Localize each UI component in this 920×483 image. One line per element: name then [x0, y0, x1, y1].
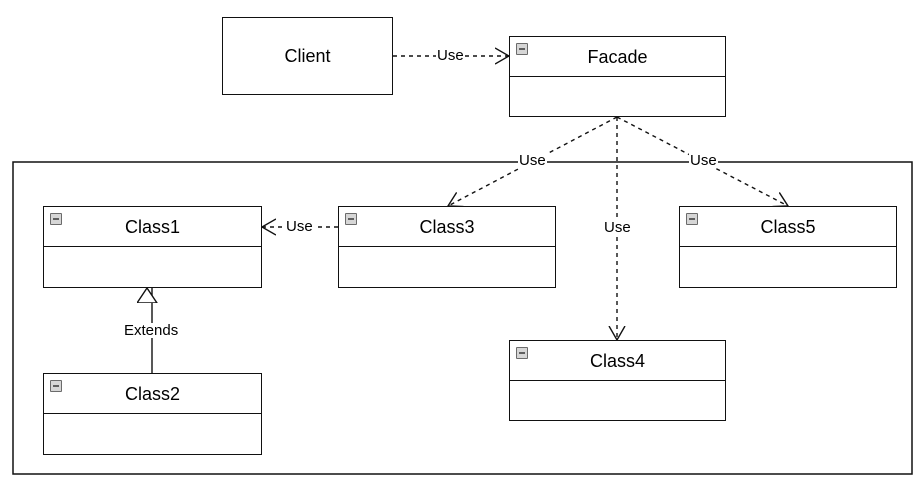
facade-class5-label: Use — [689, 152, 718, 169]
collapse-icon[interactable] — [686, 213, 698, 225]
class1-header: Class1 — [44, 207, 261, 247]
collapse-icon[interactable] — [345, 213, 357, 225]
class4-title: Class4 — [589, 350, 646, 371]
client-title: Client — [284, 46, 331, 66]
class1-class[interactable]: Class1 — [43, 206, 262, 288]
class5-title: Class5 — [760, 216, 816, 237]
class2-class1-label: Extends — [123, 322, 180, 339]
class5-body — [680, 247, 896, 287]
class2-body — [44, 414, 261, 454]
class3-class1-label: Use — [285, 218, 314, 235]
client-facade-label: Use — [436, 47, 465, 64]
class4-header: Class4 — [510, 341, 725, 381]
facade-class3-label: Use — [518, 152, 547, 169]
facade-title: Facade — [587, 46, 648, 67]
facade-header: Facade — [510, 37, 725, 77]
class2-header: Class2 — [44, 374, 261, 414]
class5-header: Class5 — [680, 207, 896, 247]
collapse-icon[interactable] — [50, 380, 62, 392]
class1-body — [44, 247, 261, 287]
package-frame — [12, 161, 913, 475]
collapse-icon[interactable] — [50, 213, 62, 225]
class3-class[interactable]: Class3 — [338, 206, 556, 288]
class2-title: Class2 — [124, 383, 181, 404]
facade-body — [510, 77, 725, 116]
class3-title: Class3 — [419, 216, 475, 237]
class5-class[interactable]: Class5 — [679, 206, 897, 288]
client-node[interactable]: Client — [222, 17, 393, 95]
class4-body — [510, 381, 725, 420]
class3-body — [339, 247, 555, 287]
facade-class4-label: Use — [603, 219, 632, 236]
class4-class[interactable]: Class4 — [509, 340, 726, 421]
facade-class[interactable]: Facade — [509, 36, 726, 117]
class3-header: Class3 — [339, 207, 555, 247]
collapse-icon[interactable] — [516, 347, 528, 359]
class1-title: Class1 — [124, 216, 181, 237]
collapse-icon[interactable] — [516, 43, 528, 55]
class2-class[interactable]: Class2 — [43, 373, 262, 455]
